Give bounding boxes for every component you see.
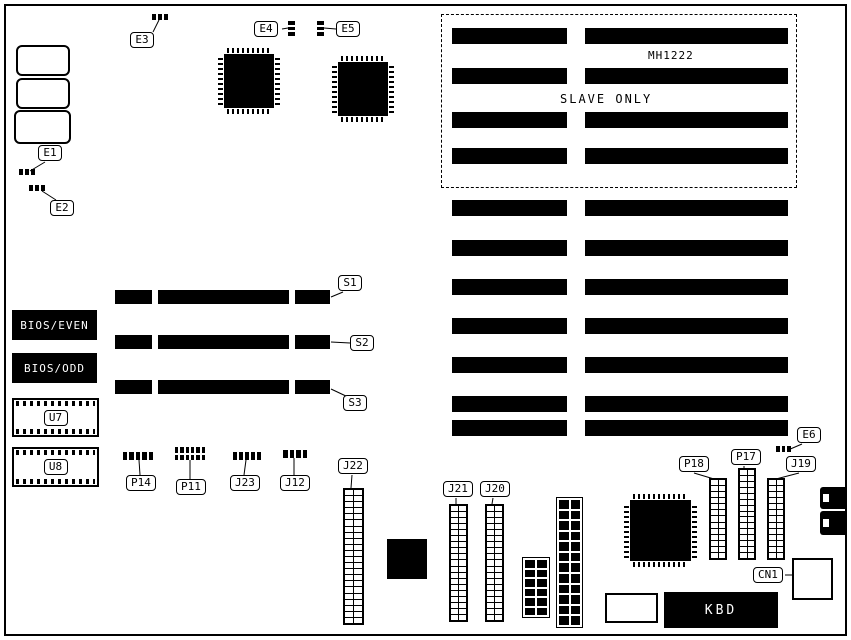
callout-label-j19: J19 xyxy=(786,456,816,472)
header-p18 xyxy=(709,478,727,560)
callout-label-u8: U8 xyxy=(43,459,68,475)
component-outline-2 xyxy=(16,78,70,109)
callout-label-e3: E3 xyxy=(130,32,154,48)
isa-slot-11 xyxy=(452,420,788,436)
slave-only-region xyxy=(441,14,797,188)
isa-slot-7 xyxy=(452,279,788,295)
pad-column-short xyxy=(522,557,550,618)
jumper-e6 xyxy=(776,446,791,452)
header-j19 xyxy=(767,478,785,560)
callout-label-s3: S3 xyxy=(343,395,367,411)
region-label-mh1222: MH1222 xyxy=(648,49,694,62)
header-j20 xyxy=(485,504,504,622)
bios-even-chip: BIOS/EVEN xyxy=(12,310,97,340)
callout-label-e6: E6 xyxy=(797,427,821,443)
component-outline-3 xyxy=(14,110,71,144)
callout-label-e5: E5 xyxy=(336,21,360,37)
header-j22 xyxy=(343,488,364,625)
connector-p14 xyxy=(123,452,153,460)
region-label-slave-only: SLAVE ONLY xyxy=(560,92,653,106)
isa-slot-1 xyxy=(452,28,788,44)
callout-label-u7: U7 xyxy=(43,409,68,426)
jumper-e5 xyxy=(317,21,324,36)
callout-label-j21: J21 xyxy=(443,481,473,497)
callout-label-cn1: CN1 xyxy=(753,567,783,583)
callout-label-e4: E4 xyxy=(254,21,278,37)
isa-slot-4 xyxy=(452,148,788,164)
simm-slot-s3 xyxy=(115,380,330,394)
din-port-top xyxy=(820,487,847,509)
callout-label-e1: E1 xyxy=(38,145,62,161)
isa-slot-10 xyxy=(452,396,788,412)
chip-plcc xyxy=(387,539,427,579)
bios-odd-chip: BIOS/ODD xyxy=(12,353,97,383)
din-port-bottom xyxy=(820,511,847,535)
connector-p11 xyxy=(175,447,205,460)
dip-socket-u8: U8 xyxy=(12,447,99,487)
jumper-e3 xyxy=(152,14,168,20)
isa-slot-8 xyxy=(452,318,788,334)
callout-label-j12: J12 xyxy=(280,475,310,491)
callout-label-p11: P11 xyxy=(176,479,206,495)
isa-slot-5 xyxy=(452,200,788,216)
jumper-e4 xyxy=(288,21,295,36)
simm-slot-s1 xyxy=(115,290,330,304)
simm-slot-s2 xyxy=(115,335,330,349)
component-outline-1 xyxy=(16,45,70,76)
header-j21 xyxy=(449,504,468,622)
callout-label-j22: J22 xyxy=(338,458,368,474)
callout-label-p14: P14 xyxy=(126,475,156,491)
oscillator-outline xyxy=(605,593,658,623)
pad-column-tall xyxy=(556,497,583,628)
kbd-chip: KBD xyxy=(664,592,778,628)
callout-label-j20: J20 xyxy=(480,481,510,497)
isa-slot-3 xyxy=(452,112,788,128)
connector-j12 xyxy=(283,450,307,458)
header-p17 xyxy=(738,468,756,560)
connector-j23 xyxy=(233,452,261,460)
callout-label-s2: S2 xyxy=(350,335,374,351)
callout-label-e2: E2 xyxy=(50,200,74,216)
diagram-border xyxy=(4,4,847,636)
callout-label-j23: J23 xyxy=(230,475,260,491)
dip-socket-u7: U7 xyxy=(12,398,99,437)
callout-label-p17: P17 xyxy=(731,449,761,465)
isa-slot-6 xyxy=(452,240,788,256)
jumper-e1 xyxy=(19,169,35,175)
callout-label-s1: S1 xyxy=(338,275,362,291)
qfp-chip-2 xyxy=(332,56,394,122)
isa-slot-9 xyxy=(452,357,788,373)
isa-slot-2 xyxy=(452,68,788,84)
qfp-chip-1 xyxy=(218,48,280,114)
jumper-e2 xyxy=(29,185,45,191)
cn1-connector-body xyxy=(792,558,833,600)
qfp-chip-3 xyxy=(624,494,697,567)
callout-label-p18: P18 xyxy=(679,456,709,472)
